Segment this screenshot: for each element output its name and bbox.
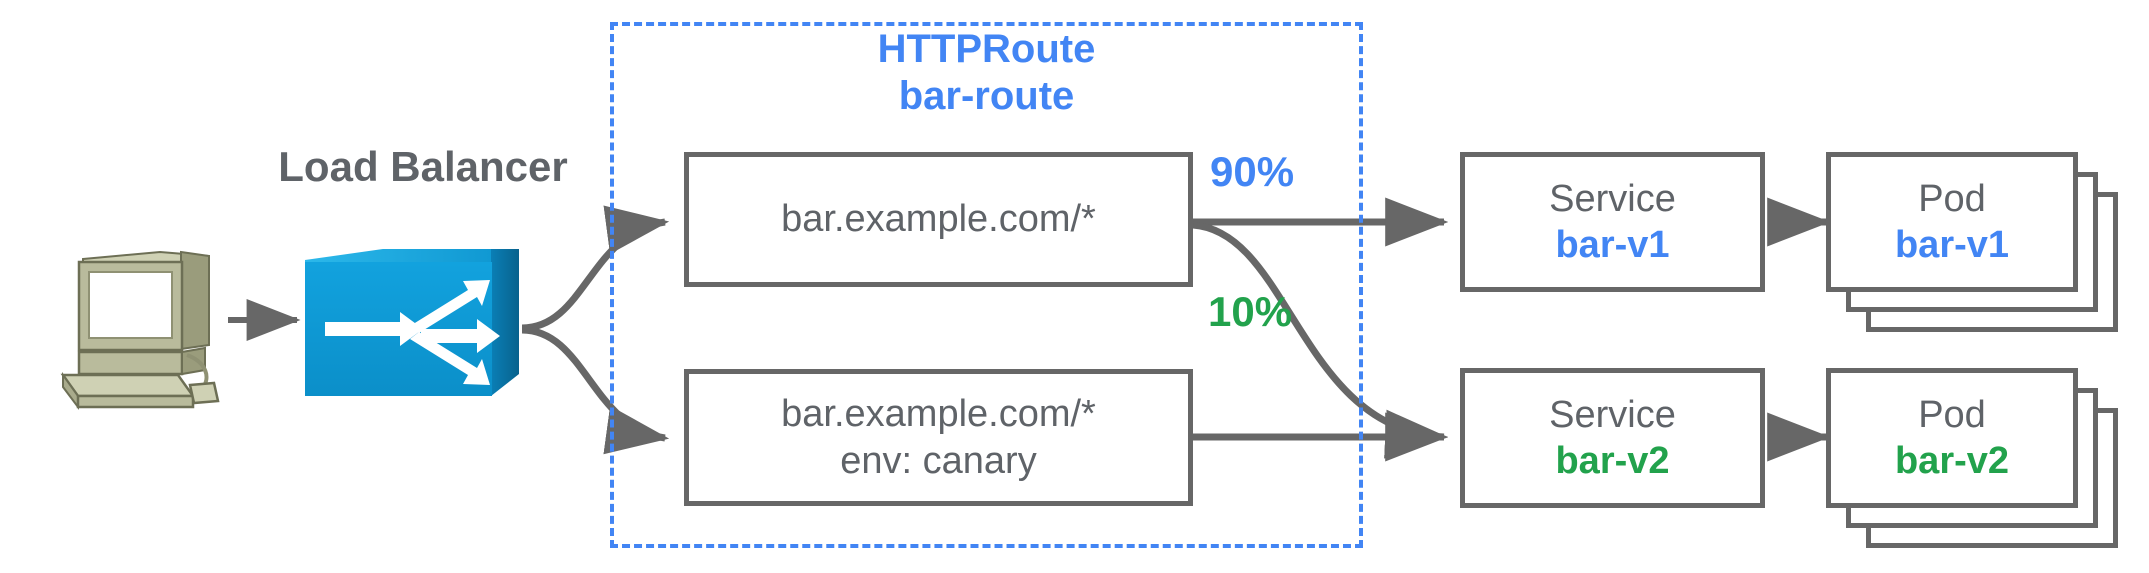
- pod-v2-name: bar-v2: [1894, 440, 2010, 482]
- arrow-lb-to-rule-primary: [521, 205, 670, 332]
- pod-v1-name: bar-v1: [1894, 224, 2010, 266]
- arrow-lb-to-rule-canary: [521, 326, 670, 455]
- service-box-bar-v2[interactable]: Service bar-v2: [1460, 368, 1765, 508]
- service-box-bar-v1[interactable]: Service bar-v1: [1460, 152, 1765, 292]
- pod-v1-kind: Pod: [1918, 177, 1986, 220]
- service-v1-kind: Service: [1549, 177, 1676, 220]
- load-balancer-label: Load Balancer: [278, 143, 568, 190]
- rule-canary-header: env: canary: [840, 439, 1037, 482]
- rule-canary-match: bar.example.com/*: [781, 393, 1096, 436]
- computer-workstation-icon: [60, 250, 220, 410]
- pod-box-bar-v2[interactable]: Pod bar-v2: [1826, 368, 2078, 508]
- service-v2-name: bar-v2: [1555, 440, 1670, 482]
- weight-label-90: 90%: [1210, 148, 1295, 195]
- pod-v2-kind: Pod: [1918, 393, 1986, 436]
- rule-box-canary[interactable]: bar.example.com/* env: canary: [684, 369, 1193, 506]
- httproute-group-boundary: [610, 22, 1363, 548]
- weight-label-10: 10%: [1208, 288, 1293, 335]
- service-v2-kind: Service: [1549, 393, 1676, 436]
- rule-primary-match: bar.example.com/*: [781, 198, 1096, 241]
- rule-box-primary[interactable]: bar.example.com/*: [684, 152, 1193, 287]
- pod-box-bar-v1[interactable]: Pod bar-v1: [1826, 152, 2078, 292]
- load-balancer-switch-icon: [305, 249, 519, 396]
- service-v1-name: bar-v1: [1555, 224, 1670, 266]
